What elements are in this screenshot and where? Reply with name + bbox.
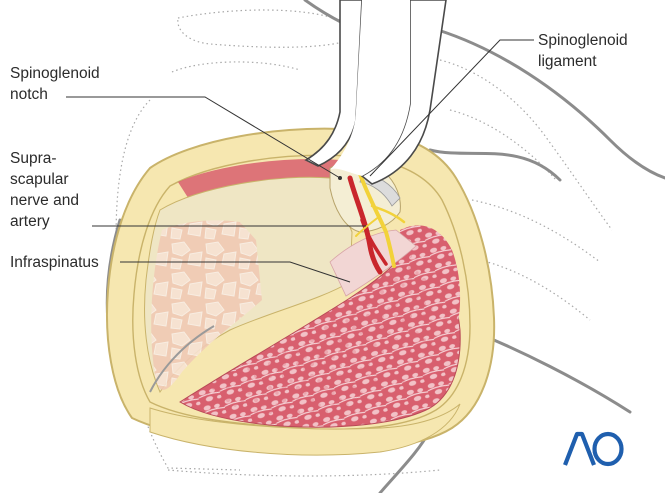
- label-line: artery: [10, 213, 50, 230]
- label-spinoglenoid-notch: Spinoglenoid notch: [10, 63, 100, 105]
- ao-logo-o: [592, 431, 624, 467]
- muscle-dots-overlay: [190, 250, 437, 416]
- label-line: Spinoglenoid: [538, 32, 628, 49]
- label-line: ligament: [538, 53, 597, 70]
- nerve-branch: [370, 204, 406, 224]
- notch-marker-dot: [338, 176, 342, 180]
- label-line: nerve and: [10, 192, 79, 209]
- label-infraspinatus: Infraspinatus: [10, 252, 99, 273]
- artery-branch: [360, 218, 388, 266]
- cancellous-bone-region: [151, 220, 262, 390]
- label-line: Infraspinatus: [10, 254, 99, 271]
- leader-spinoglenoid-notch: [66, 96, 341, 179]
- label-line: notch: [10, 86, 48, 103]
- leader-infraspinatus: [120, 261, 351, 283]
- label-line: Spinoglenoid: [10, 65, 100, 82]
- suprascapular-nerve: [358, 172, 396, 268]
- muscle-belly-right: [400, 225, 461, 330]
- leader-spinoglenoid-ligament: [369, 39, 534, 177]
- background-skeleton-outline: [115, 9, 613, 477]
- ao-logo: AO: [563, 431, 624, 467]
- scapula-spine-edge: [149, 325, 215, 393]
- ao-logo-a: [563, 431, 596, 466]
- wound-lower-fat: [149, 403, 461, 456]
- label-suprascapular-nerve-artery: Supra- scapular nerve and artery: [10, 148, 79, 232]
- retractor-body: [330, 0, 410, 176]
- leader-lines: [66, 39, 534, 283]
- nerve-branch-2: [355, 215, 381, 237]
- suprascapular-artery: [347, 175, 383, 275]
- label-line: Supra-: [10, 150, 57, 167]
- label-spinoglenoid-ligament: Spinoglenoid ligament: [538, 30, 628, 72]
- label-line: scapular: [10, 171, 69, 188]
